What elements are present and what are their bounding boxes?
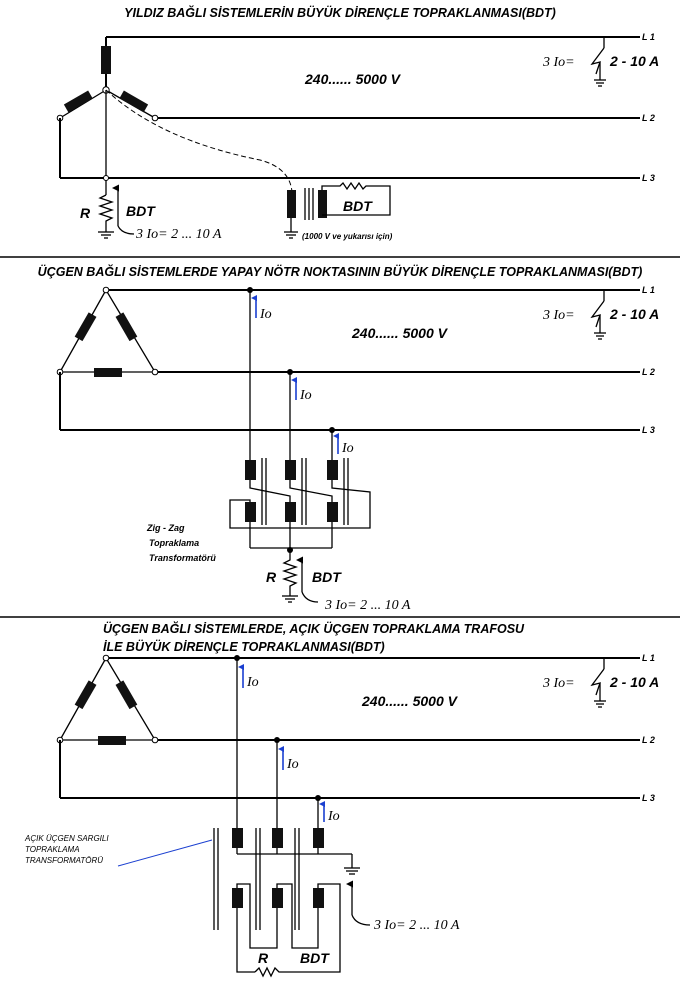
line-label-l2: L 2: [642, 735, 655, 745]
fault-current-label: 3 Io=: [542, 308, 575, 323]
voltage-label: 240...... 5000 V: [361, 693, 459, 709]
fault-range-label: 2 - 10 A: [609, 674, 659, 690]
voltage-label: 240...... 5000 V: [304, 71, 402, 87]
zigzag-transformer: [229, 458, 371, 553]
bdt-label: BDT: [312, 569, 342, 585]
fault-symbol: [590, 290, 606, 340]
line-label-l3: L 3: [642, 173, 655, 183]
open-delta-label-line1: AÇIK ÜÇGEN SARGILI: [24, 834, 109, 843]
fault-range-label: 2 - 10 A: [609, 306, 659, 322]
delta-winding: [56, 286, 159, 430]
line-label-l3: L 3: [642, 793, 655, 803]
open-delta-label-line3: TRANSFORMATÖRÜ: [25, 856, 103, 865]
section-zigzag-grounding: ÜÇGEN BAĞLI SİSTEMLERDE YAPAY NÖTR NOKTA…: [38, 264, 660, 613]
section3-title-line2: İLE BÜYÜK DİRENÇLE TOPRAKLANMASI(BDT): [103, 639, 385, 654]
fault-range-label: 2 - 10 A: [609, 53, 659, 69]
line-label-l1: L 1: [642, 653, 655, 663]
resistor-label: R: [258, 950, 269, 966]
ground-current-label: 3 Io= 2 ... 10 A: [324, 598, 411, 613]
ground-current-label: 3 Io= 2 ... 10 A: [135, 227, 222, 242]
line-label-l1: L 1: [642, 285, 655, 295]
line-label-l2: L 2: [642, 367, 655, 377]
voltage-label: 240...... 5000 V: [351, 325, 449, 341]
io-label: Io: [341, 441, 354, 456]
grounding-transformer: [284, 181, 391, 239]
io-label: Io: [299, 388, 312, 403]
neutral-resistor: [97, 184, 135, 239]
section2-title: ÜÇGEN BAĞLI SİSTEMLERDE YAPAY NÖTR NOKTA…: [38, 264, 643, 279]
line-label-l3: L 3: [642, 425, 655, 435]
zigzag-label-line3: Transformatörü: [149, 553, 216, 563]
label-pointer: [117, 839, 213, 867]
ground-current-label: 3 Io= 2 ... 10 A: [373, 918, 460, 933]
fault-current-label: 3 Io=: [542, 55, 575, 70]
neutral-resistor: [281, 550, 319, 603]
section3-title-line1: ÜÇGEN BAĞLI SİSTEMLERDE, AÇIK ÜÇGEN TOPR…: [103, 621, 525, 636]
line-label-l1: L 1: [642, 32, 655, 42]
zigzag-label-line1: Zig - Zag: [146, 523, 185, 533]
open-delta-label-line2: TOPRAKLAMA: [25, 845, 80, 854]
fault-symbol: [590, 37, 606, 87]
section-open-delta-grounding: ÜÇGEN BAĞLI SİSTEMLERDE, AÇIK ÜÇGEN TOPR…: [24, 621, 659, 978]
open-delta-transformer: [213, 828, 371, 978]
section1-title: YILDIZ BAĞLI SİSTEMLERİN BÜYÜK DİRENÇLE …: [124, 5, 556, 20]
voltage-note: (1000 V ve yukarısı için): [302, 232, 393, 241]
io-label: Io: [286, 757, 299, 772]
section-star-grounding: YILDIZ BAĞLI SİSTEMLERİN BÜYÜK DİRENÇLE …: [56, 5, 659, 242]
fault-current-label: 3 Io=: [542, 676, 575, 691]
resistor-label: R: [80, 205, 91, 221]
transformer-bdt-label: BDT: [343, 198, 373, 214]
io-label: Io: [259, 307, 272, 322]
star-winding: [56, 37, 159, 195]
line-label-l2: L 2: [642, 113, 655, 123]
io-label: Io: [327, 809, 340, 824]
delta-winding: [56, 654, 159, 798]
bdt-label: BDT: [300, 950, 330, 966]
bdt-label: BDT: [126, 203, 156, 219]
io-label: Io: [246, 675, 259, 690]
zigzag-label-line2: Topraklama: [149, 538, 199, 548]
fault-symbol: [590, 658, 606, 708]
dashed-neutral-link: [105, 89, 293, 193]
resistor-label: R: [266, 569, 277, 585]
